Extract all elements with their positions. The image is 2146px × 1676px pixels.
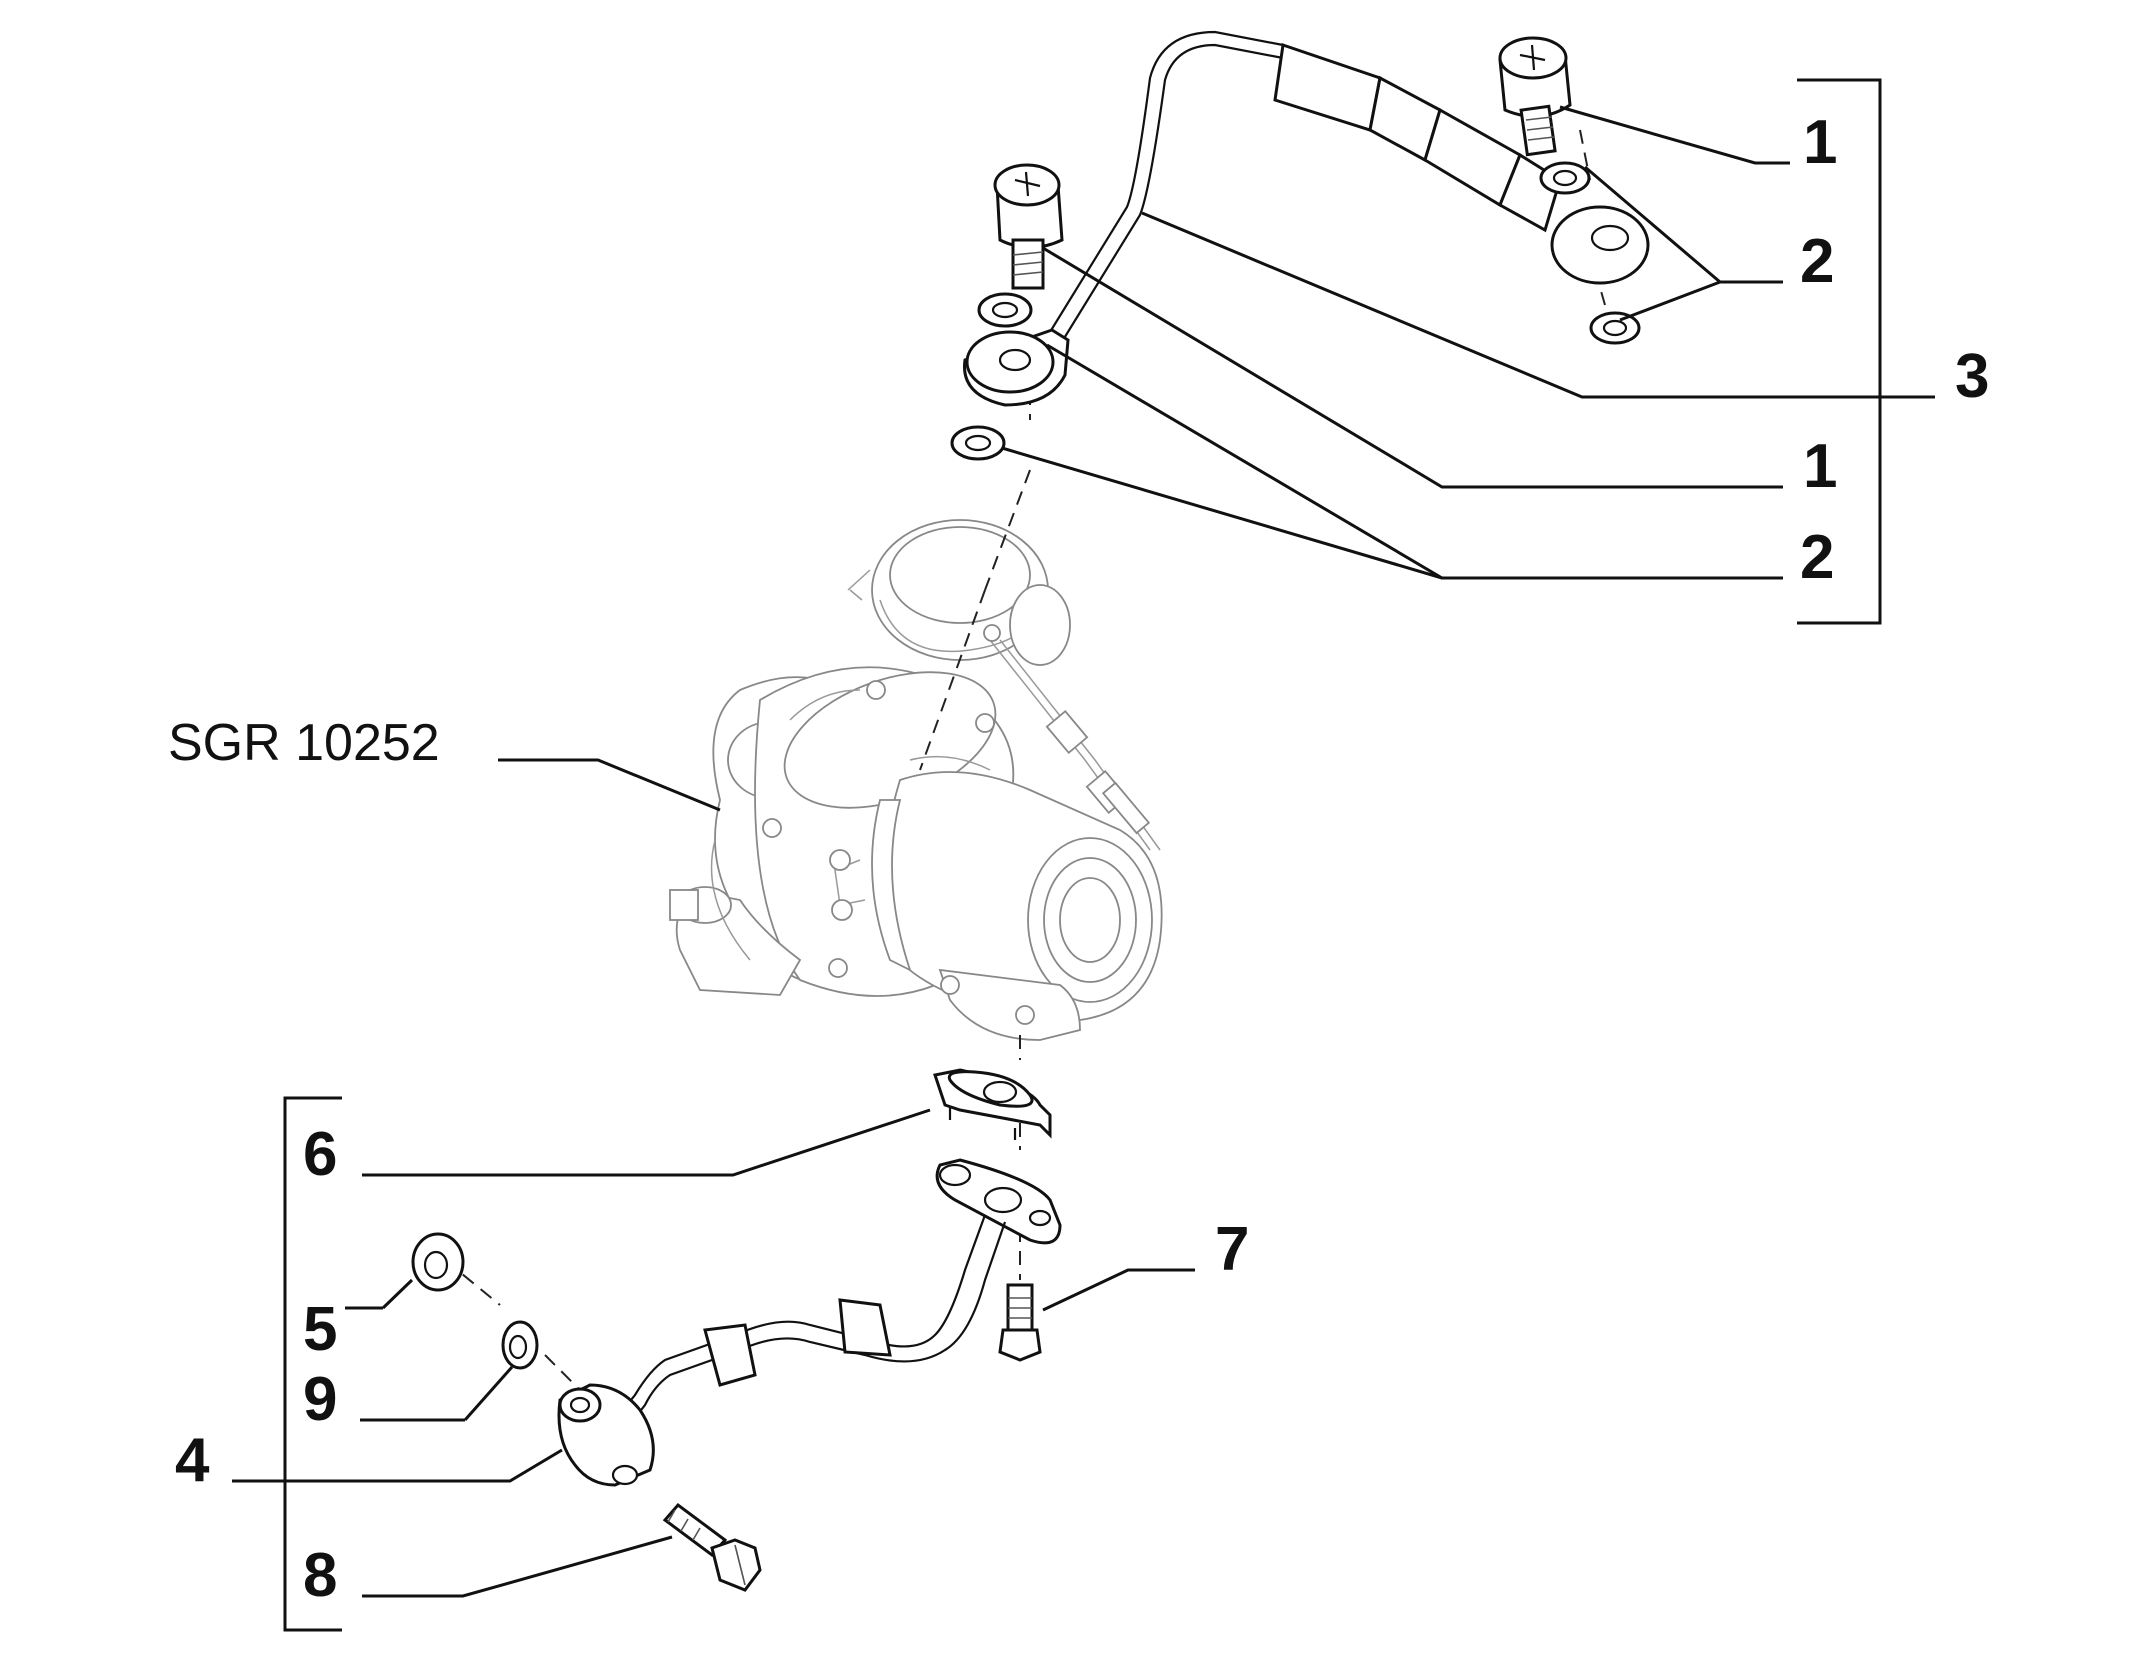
assembly-reference-label: SGR 10252	[168, 714, 440, 772]
sealing-washer-upper-left-top	[977, 292, 1033, 328]
callout-3: 3	[1955, 342, 1989, 411]
sealing-washer-return	[501, 1320, 539, 1370]
fitting-bolt-lower	[662, 1502, 762, 1592]
callout-7: 7	[1215, 1215, 1249, 1284]
callout-9: 9	[303, 1365, 337, 1434]
sealing-washer-upper-right-top	[1539, 161, 1591, 195]
oil-feed-pipe	[963, 30, 1650, 407]
callout-2-bottom: 2	[1800, 523, 1834, 592]
callout-6: 6	[303, 1120, 337, 1189]
sealing-washer-upper-left-bottom	[950, 425, 1006, 461]
flange-bolt-right	[998, 1283, 1042, 1362]
callout-2-top: 2	[1800, 227, 1834, 296]
callout-4: 4	[175, 1426, 210, 1495]
callout-8: 8	[303, 1541, 337, 1610]
group-bracket-lower	[283, 1096, 342, 1632]
banjo-bolt-upper-left	[993, 163, 1064, 290]
callout-5: 5	[303, 1295, 337, 1364]
turbocharger-assembly	[669, 519, 1163, 1041]
callout-1-top: 1	[1803, 108, 1837, 177]
sealing-washer-upper-right-bottom	[1589, 311, 1641, 345]
group-bracket-upper	[1797, 78, 1882, 625]
leader-lines	[232, 105, 1935, 1598]
oil-return-pipe	[557, 1158, 1062, 1487]
banjo-bolt-upper-right	[1498, 36, 1572, 157]
callout-1-bottom: 1	[1803, 432, 1837, 501]
gasket-return-flange	[933, 1068, 1052, 1140]
union-nut	[411, 1232, 465, 1292]
